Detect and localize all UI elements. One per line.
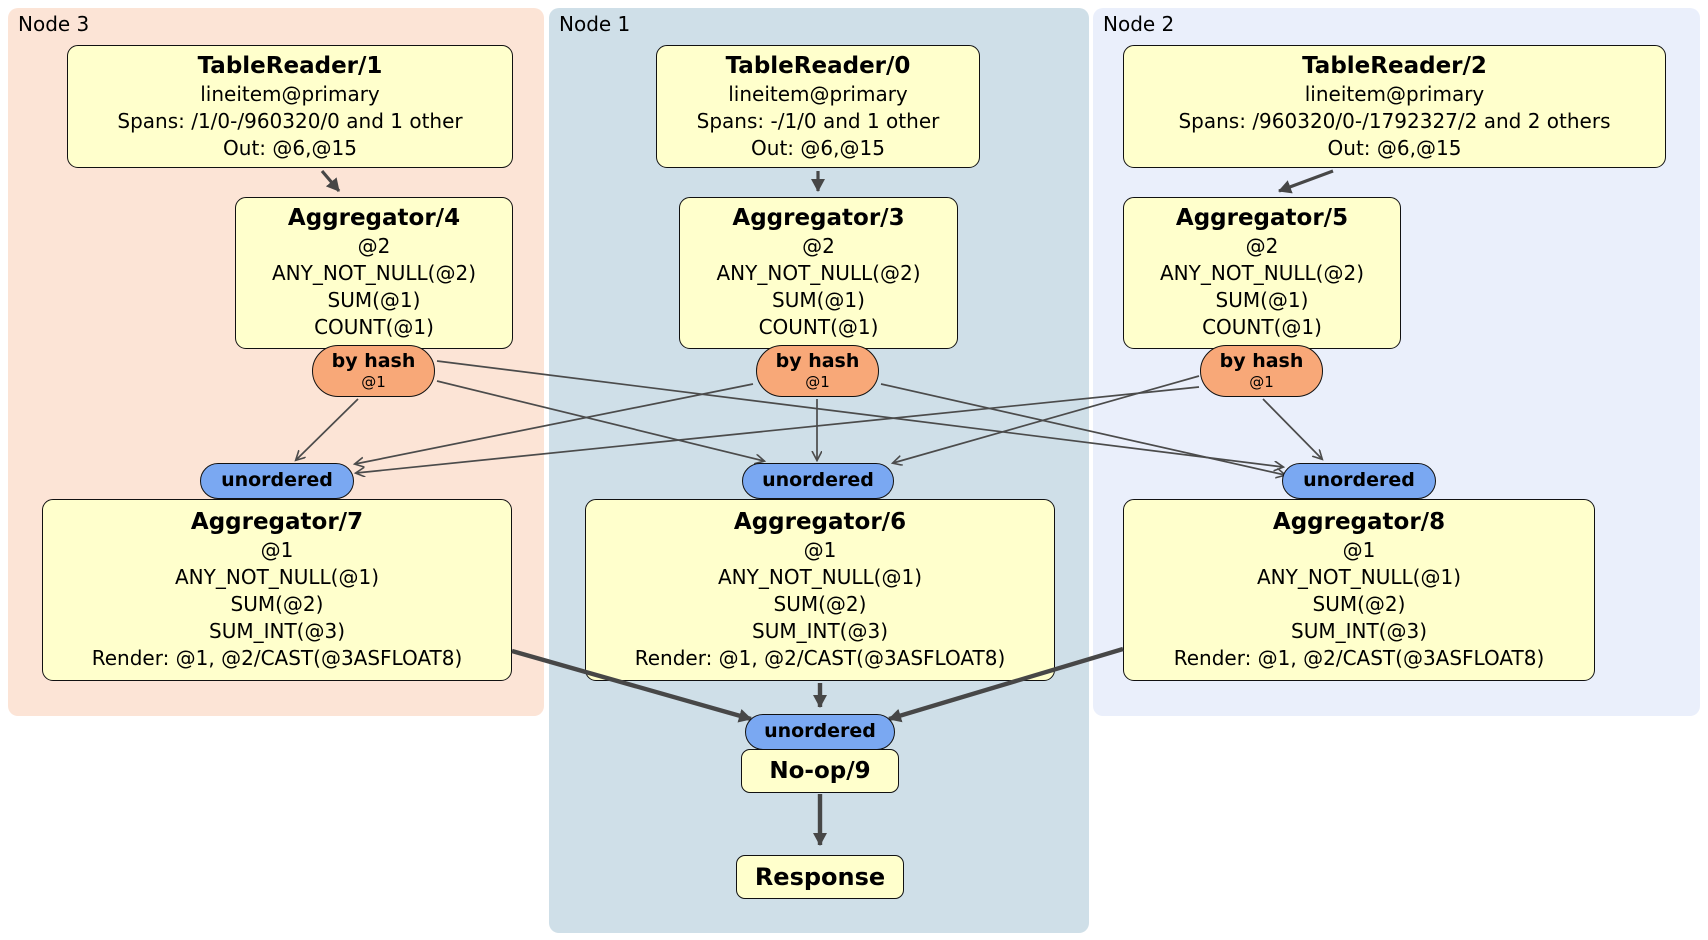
aggregator-5-fn: SUM(@1) xyxy=(1215,288,1309,312)
node1-by-hash-label: by hash xyxy=(775,350,860,372)
tablereader-1-out: Out: @6,@15 xyxy=(223,136,357,160)
aggregator-6-fn: SUM(@2) xyxy=(773,592,867,616)
aggregator-6-render: Render: @1, @2/CAST(@3ASFLOAT8) xyxy=(634,646,1006,670)
tablereader-0-title: TableReader/0 xyxy=(725,53,911,79)
node2-by-hash-key: @1 xyxy=(1249,373,1274,391)
aggregator-8-fn: SUM_INT(@3) xyxy=(1291,619,1427,643)
aggregator-7-box: Aggregator/7 @1 ANY_NOT_NULL(@1) SUM(@2)… xyxy=(42,499,512,681)
aggregator-3-fn: COUNT(@1) xyxy=(758,315,879,339)
node3-unordered-stream: unordered xyxy=(200,463,354,499)
node2-by-hash-label: by hash xyxy=(1219,350,1304,372)
aggregator-7-title: Aggregator/7 xyxy=(190,509,364,535)
aggregator-7-fn: ANY_NOT_NULL(@1) xyxy=(175,565,379,589)
tablereader-2-spans: Spans: /960320/0-/1792327/2 and 2 others xyxy=(1178,109,1611,133)
aggregator-3-group: @2 xyxy=(802,234,835,258)
aggregator-8-fn: ANY_NOT_NULL(@1) xyxy=(1257,565,1461,589)
tablereader-2-out: Out: @6,@15 xyxy=(1327,136,1462,160)
aggregator-7-render: Render: @1, @2/CAST(@3ASFLOAT8) xyxy=(91,646,463,670)
aggregator-3-fn: SUM(@1) xyxy=(772,288,865,312)
aggregator-4-fn: ANY_NOT_NULL(@2) xyxy=(272,261,476,285)
node2-region-label: Node 2 xyxy=(1103,12,1175,36)
tablereader-1-index: lineitem@primary xyxy=(200,82,380,106)
tablereader-2-box: TableReader/2 lineitem@primary Spans: /9… xyxy=(1123,45,1666,168)
tablereader-0-box: TableReader/0 lineitem@primary Spans: -/… xyxy=(656,45,980,168)
aggregator-4-group: @2 xyxy=(357,234,391,258)
aggregator-5-group: @2 xyxy=(1245,234,1279,258)
aggregator-4-fn: COUNT(@1) xyxy=(314,315,434,339)
aggregator-6-group: @1 xyxy=(803,538,837,562)
aggregator-7-group: @1 xyxy=(260,538,294,562)
aggregator-5-box: Aggregator/5 @2 ANY_NOT_NULL(@2) SUM(@1)… xyxy=(1123,197,1401,349)
aggregator-4-fn: SUM(@1) xyxy=(327,288,421,312)
aggregator-7-fn: SUM_INT(@3) xyxy=(209,619,345,643)
aggregator-6-box: Aggregator/6 @1 ANY_NOT_NULL(@1) SUM(@2)… xyxy=(585,499,1055,681)
aggregator-3-title: Aggregator/3 xyxy=(732,205,905,231)
node1-by-hash-router: by hash @1 xyxy=(756,345,879,397)
aggregator-5-fn: COUNT(@1) xyxy=(1202,315,1322,339)
node3-region-label: Node 3 xyxy=(18,12,90,36)
response-box: Response xyxy=(736,855,904,899)
aggregator-3-fn: ANY_NOT_NULL(@2) xyxy=(716,261,921,285)
aggregator-6-fn: SUM_INT(@3) xyxy=(752,619,888,643)
tablereader-0-index: lineitem@primary xyxy=(728,82,908,106)
sink-unordered-stream: unordered xyxy=(745,714,895,750)
noop-9-box: No-op/9 xyxy=(741,749,899,793)
node1-region-label: Node 1 xyxy=(559,12,631,36)
aggregator-8-render: Render: @1, @2/CAST(@3ASFLOAT8) xyxy=(1173,646,1545,670)
aggregator-5-title: Aggregator/5 xyxy=(1175,205,1349,231)
node2-unordered-stream: unordered xyxy=(1282,463,1436,499)
aggregator-6-title: Aggregator/6 xyxy=(733,509,907,535)
tablereader-1-spans: Spans: /1/0-/960320/0 and 1 other xyxy=(117,109,463,133)
node3-by-hash-router: by hash @1 xyxy=(312,345,435,397)
tablereader-1-box: TableReader/1 lineitem@primary Spans: /1… xyxy=(67,45,513,168)
aggregator-3-box: Aggregator/3 @2 ANY_NOT_NULL(@2) SUM(@1)… xyxy=(679,197,958,349)
aggregator-4-title: Aggregator/4 xyxy=(287,205,461,231)
node1-by-hash-key: @1 xyxy=(805,373,830,391)
node2-by-hash-router: by hash @1 xyxy=(1200,345,1323,397)
aggregator-8-fn: SUM(@2) xyxy=(1312,592,1406,616)
tablereader-2-title: TableReader/2 xyxy=(1302,53,1487,79)
aggregator-8-box: Aggregator/8 @1 ANY_NOT_NULL(@1) SUM(@2)… xyxy=(1123,499,1595,681)
node3-by-hash-label: by hash xyxy=(331,350,416,372)
aggregator-4-box: Aggregator/4 @2 ANY_NOT_NULL(@2) SUM(@1)… xyxy=(235,197,513,349)
aggregator-7-fn: SUM(@2) xyxy=(230,592,324,616)
aggregator-8-group: @1 xyxy=(1342,538,1376,562)
aggregator-5-fn: ANY_NOT_NULL(@2) xyxy=(1160,261,1364,285)
tablereader-0-spans: Spans: -/1/0 and 1 other xyxy=(696,109,940,133)
tablereader-1-title: TableReader/1 xyxy=(197,53,383,79)
aggregator-8-title: Aggregator/8 xyxy=(1272,509,1446,535)
node1-unordered-stream: unordered xyxy=(742,463,894,499)
tablereader-0-out: Out: @6,@15 xyxy=(751,136,885,160)
aggregator-6-fn: ANY_NOT_NULL(@1) xyxy=(718,565,922,589)
node3-by-hash-key: @1 xyxy=(361,373,386,391)
tablereader-2-index: lineitem@primary xyxy=(1304,82,1485,106)
